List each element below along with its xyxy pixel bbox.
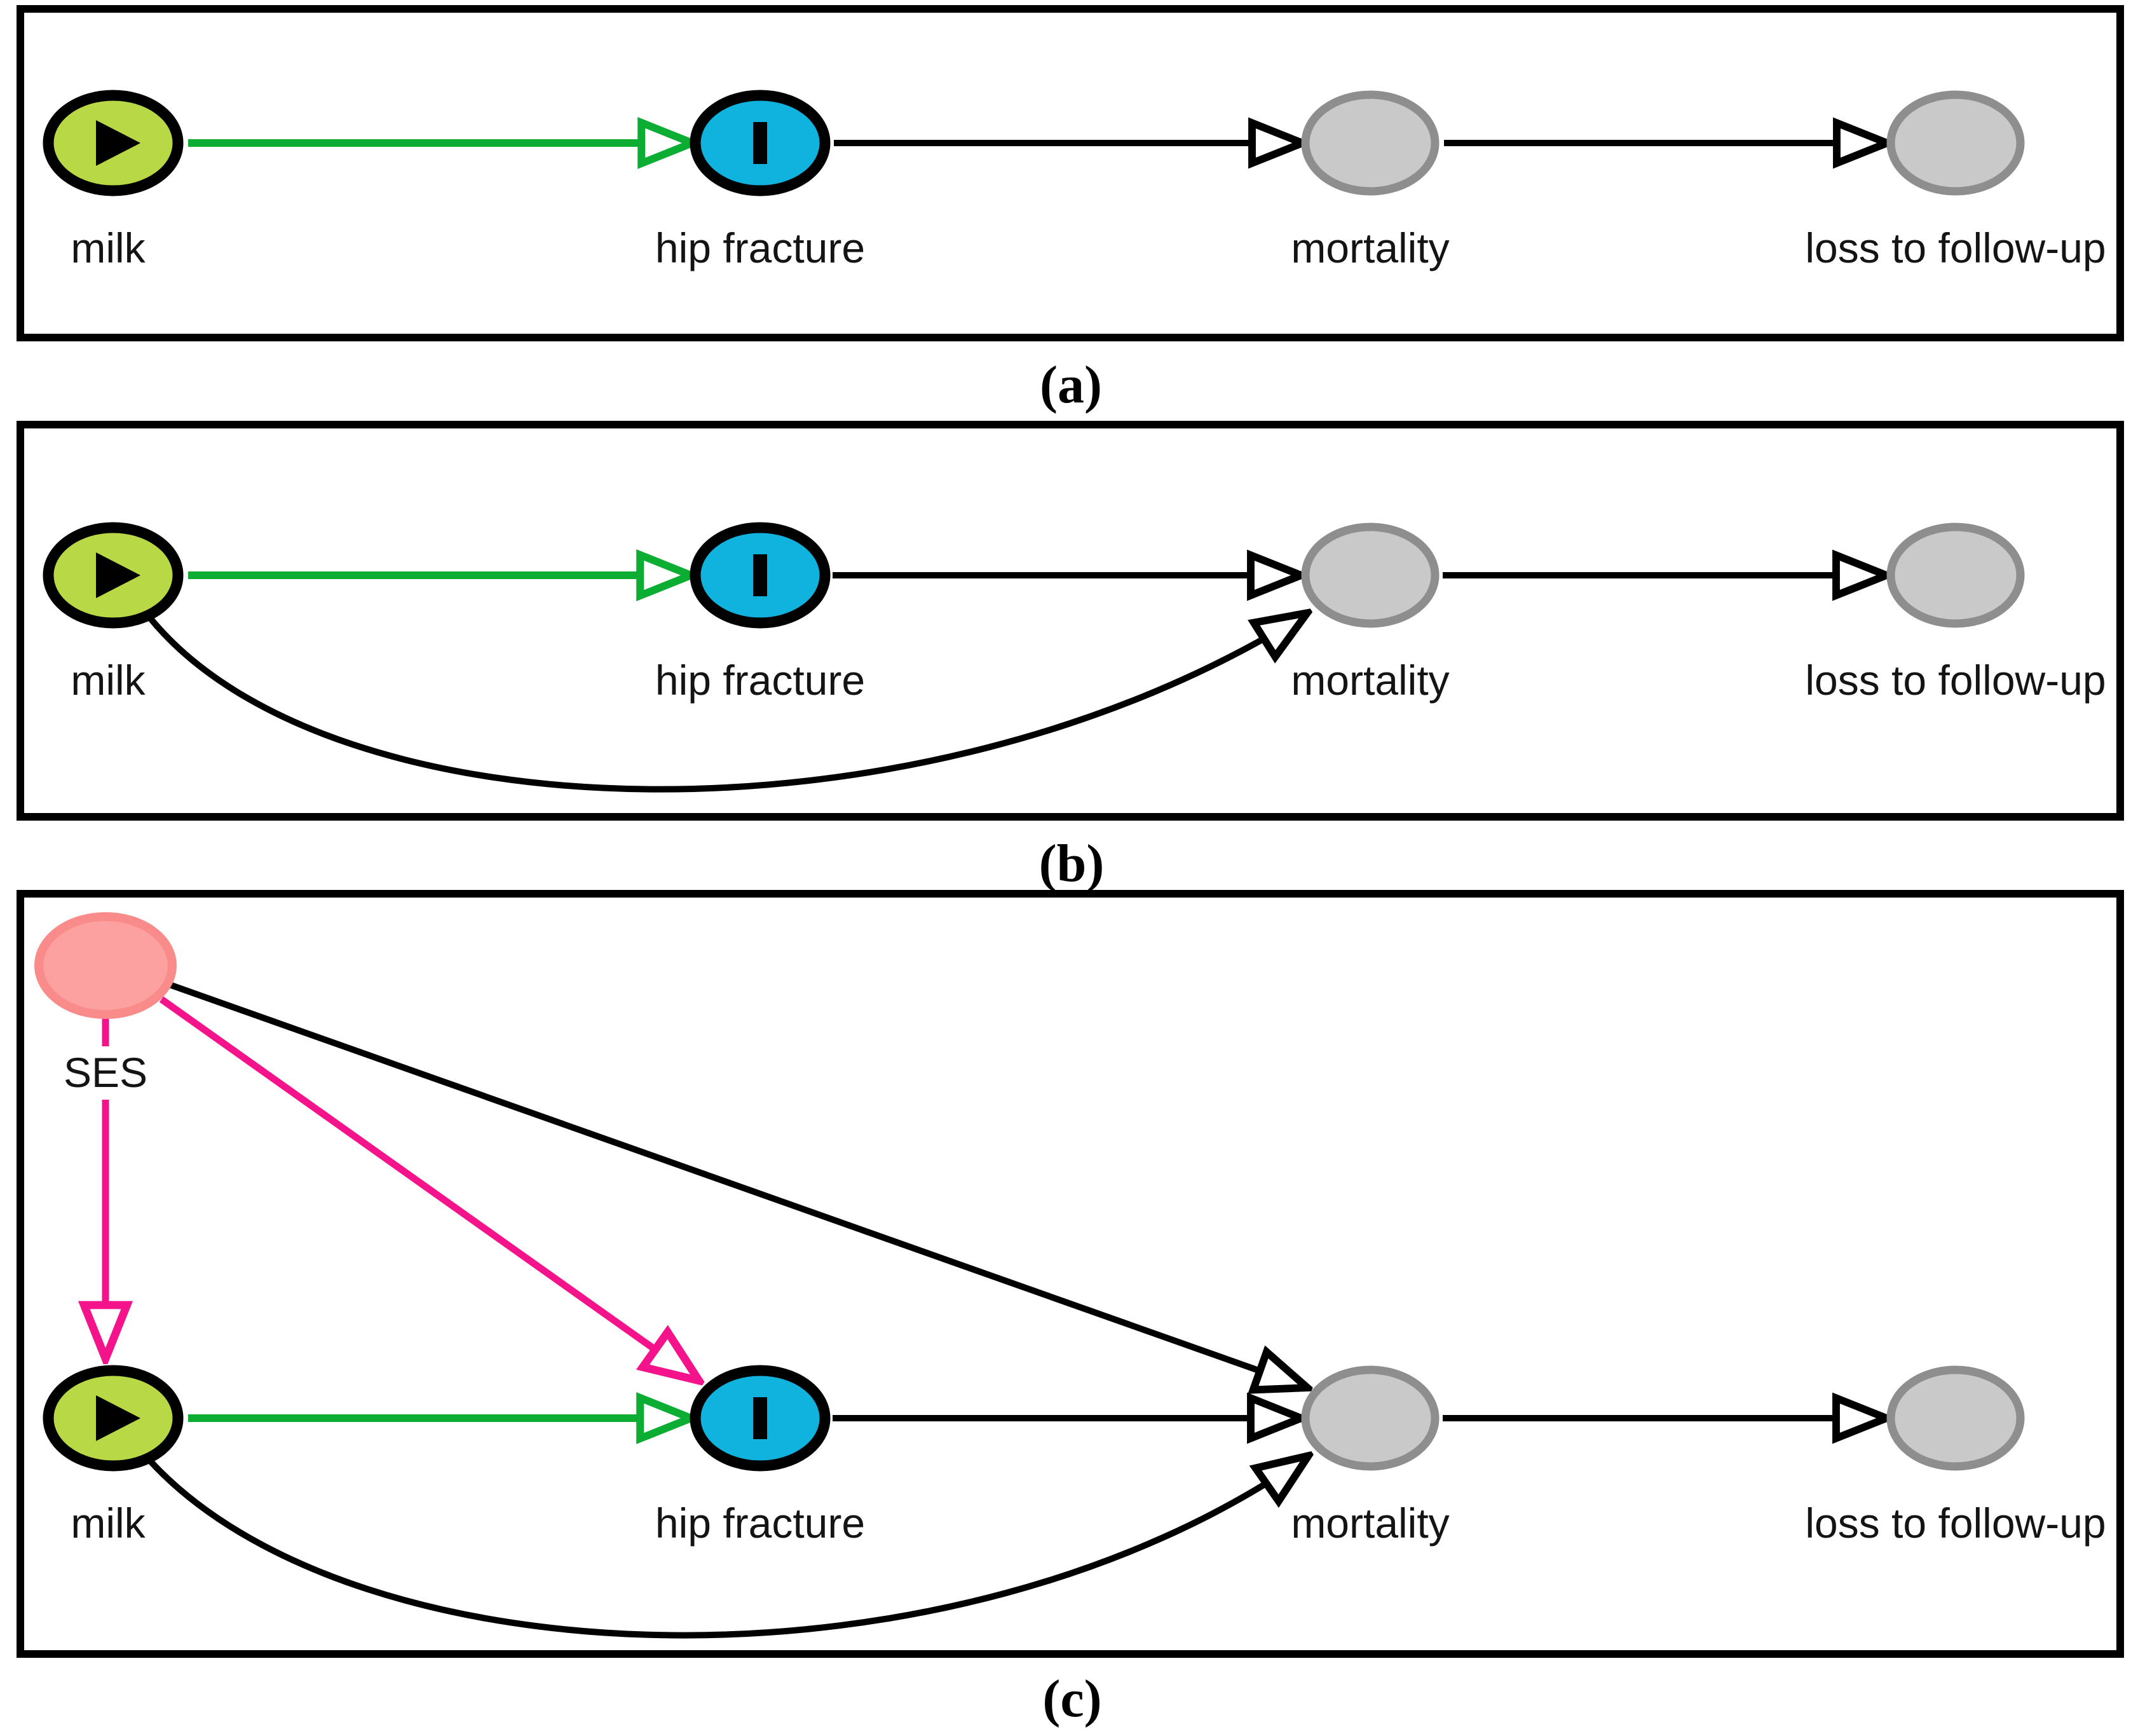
node-mortality-a: [1301, 90, 1440, 196]
node-hip-a-label: hip fracture: [655, 224, 865, 271]
node-loss-c-label: loss to follow-up: [1805, 1500, 2106, 1547]
node-milk-c-label: milk: [71, 1500, 146, 1547]
node-ses-c-label: SES: [64, 1049, 147, 1096]
node-mortality-c: [1301, 1365, 1440, 1471]
node-milk-a-label: milk: [71, 224, 146, 271]
panel-b: milk hip fracture mortality loss to follow-…: [17, 421, 2124, 893]
edge-ses-to-mortality-c: [167, 981, 1305, 1387]
outcome-bar-icon: [753, 122, 767, 164]
panel-b-caption: (b): [1039, 834, 1105, 893]
node-mortality-a-label: mortality: [1291, 224, 1449, 271]
outcome-bar-icon: [753, 554, 767, 596]
node-loss-c: [1886, 1365, 2025, 1471]
node-loss-a: [1886, 90, 2025, 196]
panel-a-frame: [17, 5, 2124, 341]
node-mortality-b-label: mortality: [1291, 657, 1449, 704]
node-ses-c: [34, 912, 177, 1019]
panel-c: SES milk hip fracture mortality loss to foll…: [17, 890, 2124, 1728]
node-loss-b: [1886, 523, 2025, 628]
panel-c-caption: (c): [1042, 1669, 1101, 1728]
panel-c-frame: [17, 890, 2124, 1658]
edge-milk-to-mortality-curve-b: [147, 614, 1305, 793]
node-milk-b-label: milk: [71, 657, 146, 704]
exposure-play-icon: [96, 552, 140, 598]
node-hip-c-label: hip fracture: [655, 1500, 865, 1547]
node-mortality-c-label: mortality: [1291, 1500, 1449, 1547]
node-hip-b-label: hip fracture: [655, 657, 865, 704]
panel-b-frame: [17, 421, 2124, 821]
panel-a: milk hip fracture mortality loss to follow-…: [17, 5, 2124, 414]
panel-a-caption: (a): [1040, 355, 1102, 414]
node-loss-b-label: loss to follow-up: [1805, 657, 2106, 704]
outcome-bar-icon: [753, 1397, 767, 1439]
edge-milk-to-mortality-curve-c: [147, 1457, 1307, 1639]
node-loss-a-label: loss to follow-up: [1805, 224, 2106, 271]
edge-ses-to-hip-fracture-c: [159, 996, 697, 1379]
node-mortality-b: [1301, 523, 1440, 628]
exposure-play-icon: [96, 120, 140, 166]
exposure-play-icon: [96, 1395, 140, 1441]
